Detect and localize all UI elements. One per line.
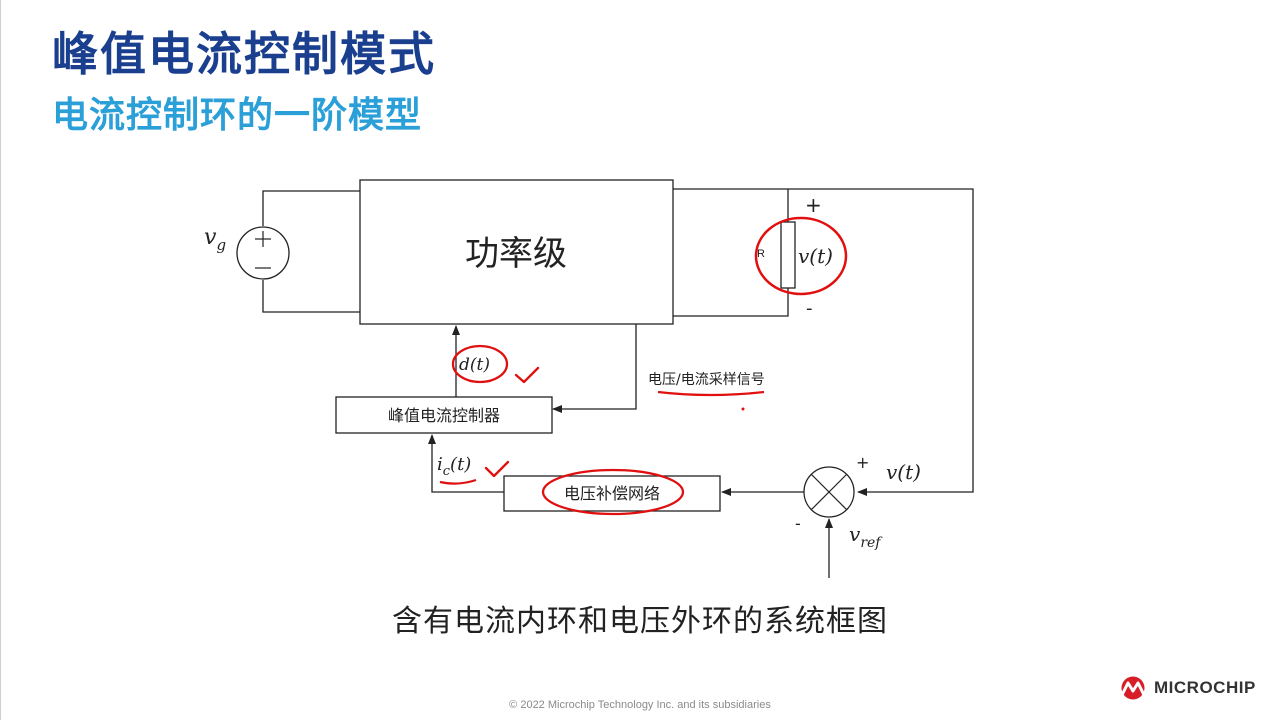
compensator-label: 电压补偿网络	[564, 484, 660, 503]
power-stage-box	[359, 179, 674, 325]
output-voltage-label: v(t)	[798, 244, 833, 268]
sample-signal-label: 电压/电流采样信号	[648, 372, 765, 388]
resistor-annotation-circle	[754, 216, 848, 296]
summing-junction	[803, 466, 855, 518]
copyright-footer: © 2022 Microchip Technology Inc. and its…	[509, 699, 771, 711]
source-label: vg	[204, 225, 226, 254]
output-plus-sign: +	[805, 193, 822, 217]
source-wires	[262, 190, 360, 313]
control-current-underline	[439, 478, 477, 485]
control-current-label: ic(t)	[437, 454, 471, 479]
power-stage-label: 功率级	[465, 234, 567, 274]
diagram-caption: 含有电流内环和电压外环的系统框图	[392, 604, 888, 639]
microchip-logo-text: MICROCHIP	[1154, 678, 1256, 697]
compensator-annotation-circle	[541, 468, 685, 516]
resistor-label: R	[757, 248, 765, 260]
slide-subtitle: 电流控制环的一阶模型	[52, 95, 423, 136]
control-current-checkmark	[484, 460, 510, 478]
output-minus-sign: -	[806, 298, 813, 319]
summer-minus-sign: -	[795, 514, 801, 533]
microchip-logo-icon	[1120, 676, 1146, 700]
duty-annotation-circle	[451, 344, 509, 384]
duty-label: d(t)	[459, 355, 490, 375]
reference-voltage-label: vref	[849, 522, 883, 551]
summer-plus-sign: +	[856, 453, 869, 472]
feedback-voltage-label: v(t)	[886, 460, 921, 484]
slide-title: 峰值电流控制模式	[52, 27, 436, 81]
sample-signal-underline	[657, 390, 765, 397]
output-wires	[673, 188, 974, 496]
microchip-logo: MICROCHIP	[1116, 676, 1256, 700]
duty-checkmark	[514, 366, 540, 384]
peak-controller-box	[335, 396, 553, 434]
voltage-source	[236, 226, 290, 280]
load-resistor	[780, 221, 796, 289]
peak-controller-label: 峰值电流控制器	[388, 406, 500, 425]
slide-border	[0, 0, 1, 720]
annotation-dot	[741, 407, 745, 411]
sample-signal-wire	[552, 324, 637, 413]
control-current-arrow	[428, 434, 504, 493]
